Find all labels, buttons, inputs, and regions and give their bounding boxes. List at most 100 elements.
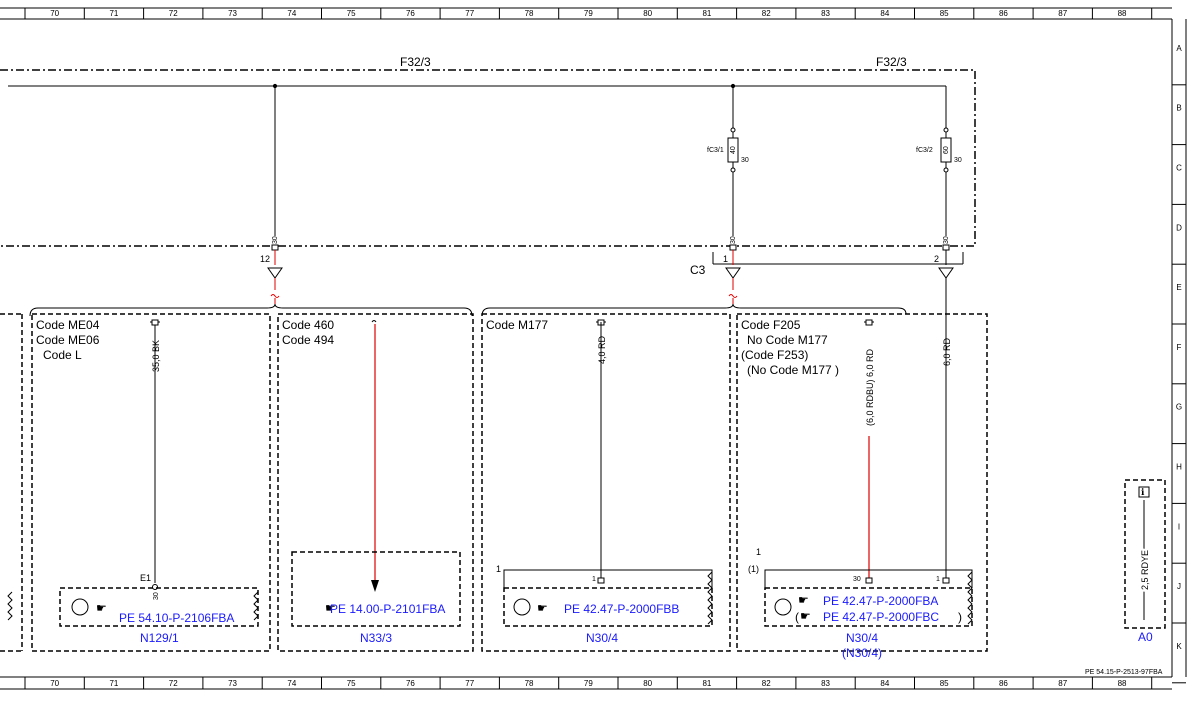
block4-component-alt: (N30/4): [842, 646, 882, 660]
block-n129-1: Code ME04 Code ME06 Code L 35,0 BK E1 30…: [36, 318, 259, 645]
column-label: 70: [50, 9, 59, 18]
block4-hand-icon-2: ☛: [800, 609, 811, 623]
block3-ref-link[interactable]: PE 42.47-P-2000FBB: [564, 602, 679, 616]
info-icon[interactable]: ℹ: [1141, 487, 1145, 497]
block4-ref-link-2[interactable]: PE 42.47-P-2000FBC: [823, 610, 939, 624]
fuse-2-rating: 60: [943, 146, 950, 154]
row-label: H: [1176, 463, 1182, 472]
block4-code-2: No Code M177: [747, 333, 828, 347]
column-label: 85: [940, 679, 949, 688]
column-label: 71: [109, 9, 118, 18]
ground-block-a0: ℹ 2,5 RDYE A0: [1124, 479, 1166, 644]
column-label: 77: [465, 9, 474, 18]
pin-30-a: 30: [272, 236, 279, 244]
column-label: 88: [1118, 9, 1127, 18]
block4-ref-paren-close: ): [958, 610, 962, 624]
row-grid: ABCDEFGHIJKL: [1172, 44, 1186, 702]
block4-pin-top-paren: (1): [748, 564, 759, 574]
block4-code-3: (Code F253): [741, 348, 808, 362]
fuse-box-frame: [0, 69, 976, 247]
block4-code-1: Code F205: [741, 318, 801, 332]
column-label: 82: [762, 679, 771, 688]
pin-num-1: 1: [723, 254, 728, 264]
column-label: 76: [406, 9, 415, 18]
pin-num-12: 12: [260, 254, 270, 264]
shield-ground-symbols: [7, 571, 973, 625]
column-label: 79: [584, 679, 593, 688]
column-label: 75: [347, 679, 356, 688]
pin-30-c: 30: [943, 236, 950, 244]
block4-ref-link-1[interactable]: PE 42.47-P-2000FBA: [823, 594, 938, 608]
row-label: K: [1176, 642, 1182, 651]
row-label: C: [1176, 164, 1182, 173]
block2-ref-link[interactable]: PE 14.00-P-2101FBA: [330, 602, 445, 616]
block2-component: N33/3: [360, 631, 392, 645]
fusebox-output-pins: 30 30 30: [271, 236, 950, 251]
block1-pin: 30: [153, 592, 160, 600]
fuse-fc3-2: fC3/2 60 30: [916, 126, 962, 236]
row-label: F: [1177, 343, 1182, 352]
block1-ref-link[interactable]: PE 54.10-P-2106FBA: [119, 611, 234, 625]
column-label: 87: [1058, 9, 1067, 18]
block2-code-1: Code 460: [282, 318, 334, 332]
column-label: 73: [228, 9, 237, 18]
fuse-2-pin: 30: [954, 157, 962, 164]
block4-wire-alt: (6,0 RDBU) 6,0 RD: [865, 348, 875, 426]
connector-c3: [267, 250, 964, 322]
diagram-frame: [0, 7, 1187, 690]
column-label: 83: [821, 679, 830, 688]
block1-hand-icon: ☛: [96, 601, 107, 615]
fuse-1-rating: 40: [730, 146, 737, 154]
block3-code-1: Code M177: [486, 318, 548, 332]
block1-wire: 35,0 BK: [151, 340, 161, 372]
block1-pin-label: E1: [140, 573, 151, 583]
block3-pin-top: 1: [496, 564, 501, 574]
block1-code-1: Code ME04: [36, 318, 100, 332]
block3-pin: 1: [592, 576, 596, 583]
footer-ref: PE 54.15-P-2513-97FBA: [1085, 669, 1163, 676]
block1-component: N129/1: [140, 631, 179, 645]
row-label: G: [1176, 403, 1182, 412]
block4-pin-30: 30: [853, 576, 861, 583]
row-label: E: [1176, 283, 1181, 292]
bus-bar: [8, 83, 947, 236]
column-label: 78: [525, 9, 534, 18]
fuse-2-name: fC3/2: [916, 147, 933, 154]
row-label: I: [1178, 522, 1180, 531]
block3-component: N30/4: [586, 631, 618, 645]
row-label: J: [1177, 582, 1181, 591]
block2-code-2: Code 494: [282, 333, 334, 347]
column-label: 77: [465, 679, 474, 688]
block4-wire-right: 6,0 RD: [942, 337, 952, 366]
row-label: A: [1176, 44, 1182, 53]
column-label: 74: [287, 9, 296, 18]
fuse-box-label-left: F32/3: [400, 55, 431, 69]
column-label: 83: [821, 9, 830, 18]
column-label: 88: [1118, 679, 1127, 688]
ground-component: A0: [1138, 630, 1153, 644]
column-label: 82: [762, 9, 771, 18]
column-label: 86: [999, 679, 1008, 688]
block4-pin-1: 1: [936, 576, 940, 583]
bracket-lines: [29, 303, 907, 317]
block-frames: [0, 313, 988, 652]
column-label: 84: [880, 9, 889, 18]
block1-code-3: Code L: [43, 348, 82, 362]
block4-component: N30/4: [846, 631, 878, 645]
column-label: 86: [999, 9, 1008, 18]
fuse-1-name: fC3/1: [707, 147, 724, 154]
column-label: 72: [169, 679, 178, 688]
block3-wire: 4,0 RD: [597, 335, 607, 364]
fuse-1-pin: 30: [741, 157, 749, 164]
block2-hand-icon: ☛: [325, 601, 336, 615]
column-label: 71: [109, 679, 118, 688]
column-label: 75: [347, 9, 356, 18]
column-label: 70: [50, 679, 59, 688]
block4-hand-icon-1: ☛: [798, 593, 809, 607]
pin-num-2: 2: [934, 254, 939, 264]
column-label: 80: [643, 9, 652, 18]
column-label: 78: [525, 679, 534, 688]
column-label: 76: [406, 679, 415, 688]
block-n30-4-b: Code F205 No Code M177 (Code F253) (No C…: [741, 318, 973, 660]
block4-code-4: (No Code M177 ): [747, 363, 839, 377]
